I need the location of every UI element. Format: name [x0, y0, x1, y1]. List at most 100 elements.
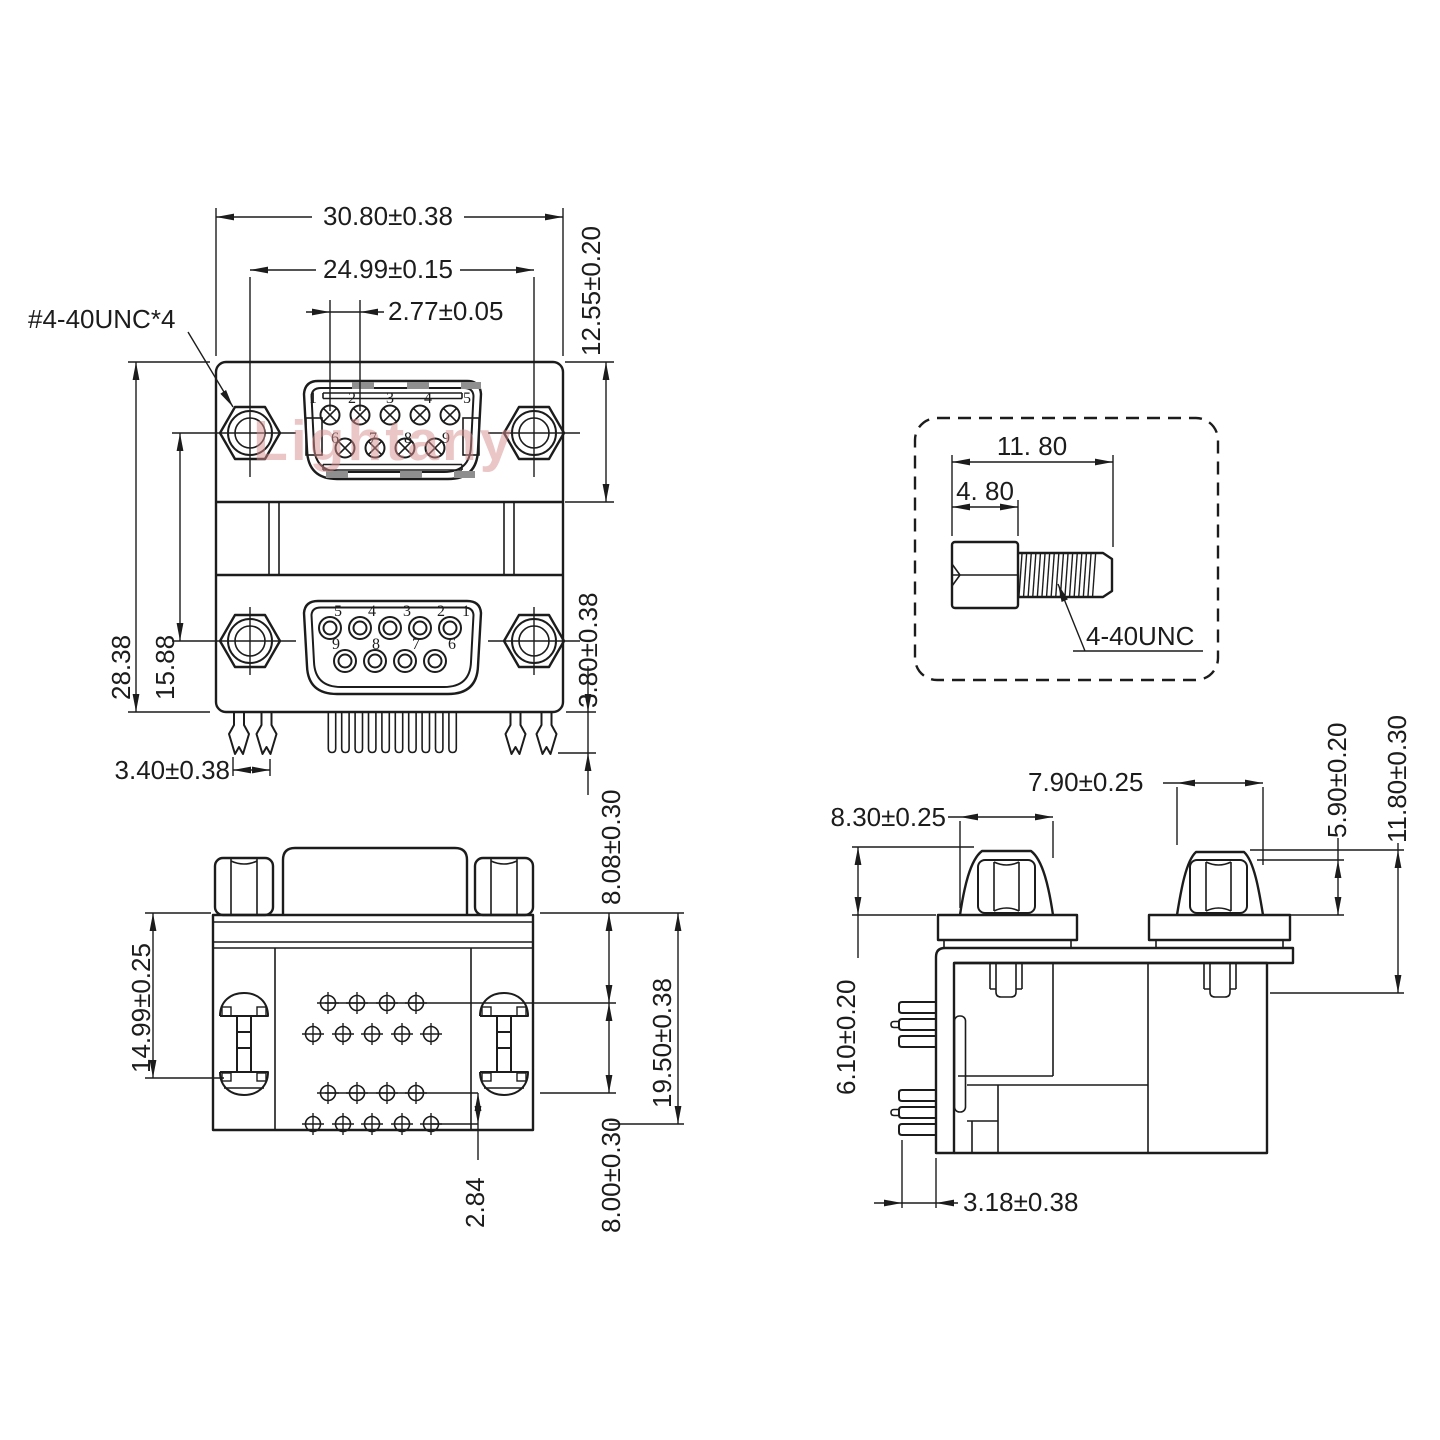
lock-top-dome	[219, 992, 269, 1017]
dim-lines	[951, 455, 1114, 547]
arrowhead	[1177, 779, 1195, 787]
dim-screw-head: 4. 80	[956, 476, 1014, 506]
pin-socket	[424, 437, 446, 459]
pin-socket-inner	[352, 620, 368, 636]
pin-crosshair	[420, 1023, 442, 1045]
arrowhead	[584, 694, 592, 712]
dim-screw-length: 11. 80	[997, 431, 1067, 461]
side-pins	[890, 1001, 937, 1136]
dim-lines	[249, 269, 535, 477]
thread-line	[1050, 553, 1055, 597]
thread-label: 4-40UNC	[1086, 621, 1194, 651]
pin-number: 4	[368, 603, 376, 620]
nut-facets	[993, 861, 1020, 912]
dim-nut-height: 5.90±0.20	[1322, 723, 1352, 838]
arrowhead	[1245, 779, 1263, 787]
thread-line	[1041, 553, 1046, 597]
hex-nut-top	[473, 856, 535, 917]
arrowhead	[605, 1075, 613, 1093]
thread-line	[1068, 553, 1074, 597]
dim-row-span: 8.00±0.30	[596, 1118, 626, 1233]
pin-number: 8	[404, 430, 412, 447]
lower-dsub-outer	[302, 599, 483, 696]
pin-socket-inner	[427, 653, 443, 669]
arrowhead	[132, 694, 140, 712]
pin-socket	[334, 437, 356, 459]
pin-number: 4	[424, 390, 432, 407]
thread-line	[1091, 553, 1097, 597]
pin-crosshair	[332, 1023, 354, 1045]
board-lock-prong	[255, 713, 278, 755]
arrowhead	[312, 308, 330, 316]
solder-pin	[394, 713, 404, 754]
solder-pin	[421, 713, 431, 754]
pin-number: 7	[369, 430, 377, 447]
arrowhead	[1000, 503, 1018, 511]
pin-socket-inner	[337, 653, 353, 669]
dim-lines	[145, 912, 224, 1079]
washer-disc	[943, 939, 1072, 949]
arrowhead	[960, 813, 978, 821]
thread-line	[1078, 553, 1083, 597]
pin-number: 2	[437, 603, 445, 620]
dim-lines	[852, 846, 974, 958]
pin-crosshair	[391, 1023, 413, 1045]
front-mid-walls	[268, 502, 515, 575]
screw-detail-view: 11. 80 4. 80 4-40UNC	[913, 416, 1220, 682]
lock-bottom-dome	[219, 1071, 269, 1096]
pin-crosshair	[302, 1113, 324, 1135]
pin-socket	[333, 649, 357, 673]
arrowhead	[1394, 850, 1402, 868]
pin-socket	[379, 404, 401, 426]
side-pin	[898, 1035, 937, 1048]
dim-lines	[215, 208, 564, 356]
lock-stem	[236, 1016, 252, 1072]
arrowhead	[605, 913, 613, 931]
thread-line	[1032, 553, 1037, 597]
pin-number: 1	[462, 603, 470, 620]
lock-tab	[221, 1006, 232, 1017]
dim-lines	[232, 757, 271, 776]
dim-lines	[565, 361, 614, 503]
screw-boss	[989, 963, 1023, 998]
lower-dsub-inner	[310, 606, 475, 688]
watermark: Lightany	[253, 409, 515, 473]
arrowhead	[250, 266, 268, 274]
arrowhead	[233, 766, 251, 774]
washer	[1147, 913, 1292, 942]
solder-pin	[367, 713, 377, 754]
shell-tab	[400, 471, 422, 478]
arrowhead	[884, 1199, 902, 1207]
pin-socket	[408, 616, 432, 640]
dim-lines	[128, 361, 210, 713]
arrowhead	[674, 1106, 682, 1124]
pin-socket-inner	[382, 620, 398, 636]
dim-right-lock-width: 7.90±0.25	[1028, 767, 1143, 797]
pin-number: 9	[332, 636, 340, 653]
washer-disc	[1155, 939, 1284, 949]
board-lock-prong	[228, 713, 250, 755]
dim-lines	[558, 666, 596, 795]
arrowhead	[952, 458, 970, 466]
front-body-outline	[214, 360, 565, 714]
pin-socket-inner	[442, 620, 458, 636]
side-hex-nuts	[977, 859, 1248, 914]
pin-socket-inner	[397, 653, 413, 669]
solder-pin	[448, 713, 458, 754]
pin-number: 6	[331, 430, 339, 447]
pin-crosshair	[361, 1113, 383, 1135]
pin-crosshair	[391, 1113, 413, 1135]
dim-overall-height: 28.38	[106, 635, 136, 700]
nut-facets	[1205, 861, 1232, 912]
arrowhead	[474, 1106, 482, 1124]
shell-tab	[461, 382, 481, 389]
pin-number: 5	[463, 390, 471, 407]
thread-line	[1055, 553, 1060, 597]
dim-lines	[325, 913, 684, 1160]
pin-cross	[338, 441, 352, 455]
side-pin-tip	[890, 1108, 899, 1117]
thread-line	[1036, 553, 1042, 597]
